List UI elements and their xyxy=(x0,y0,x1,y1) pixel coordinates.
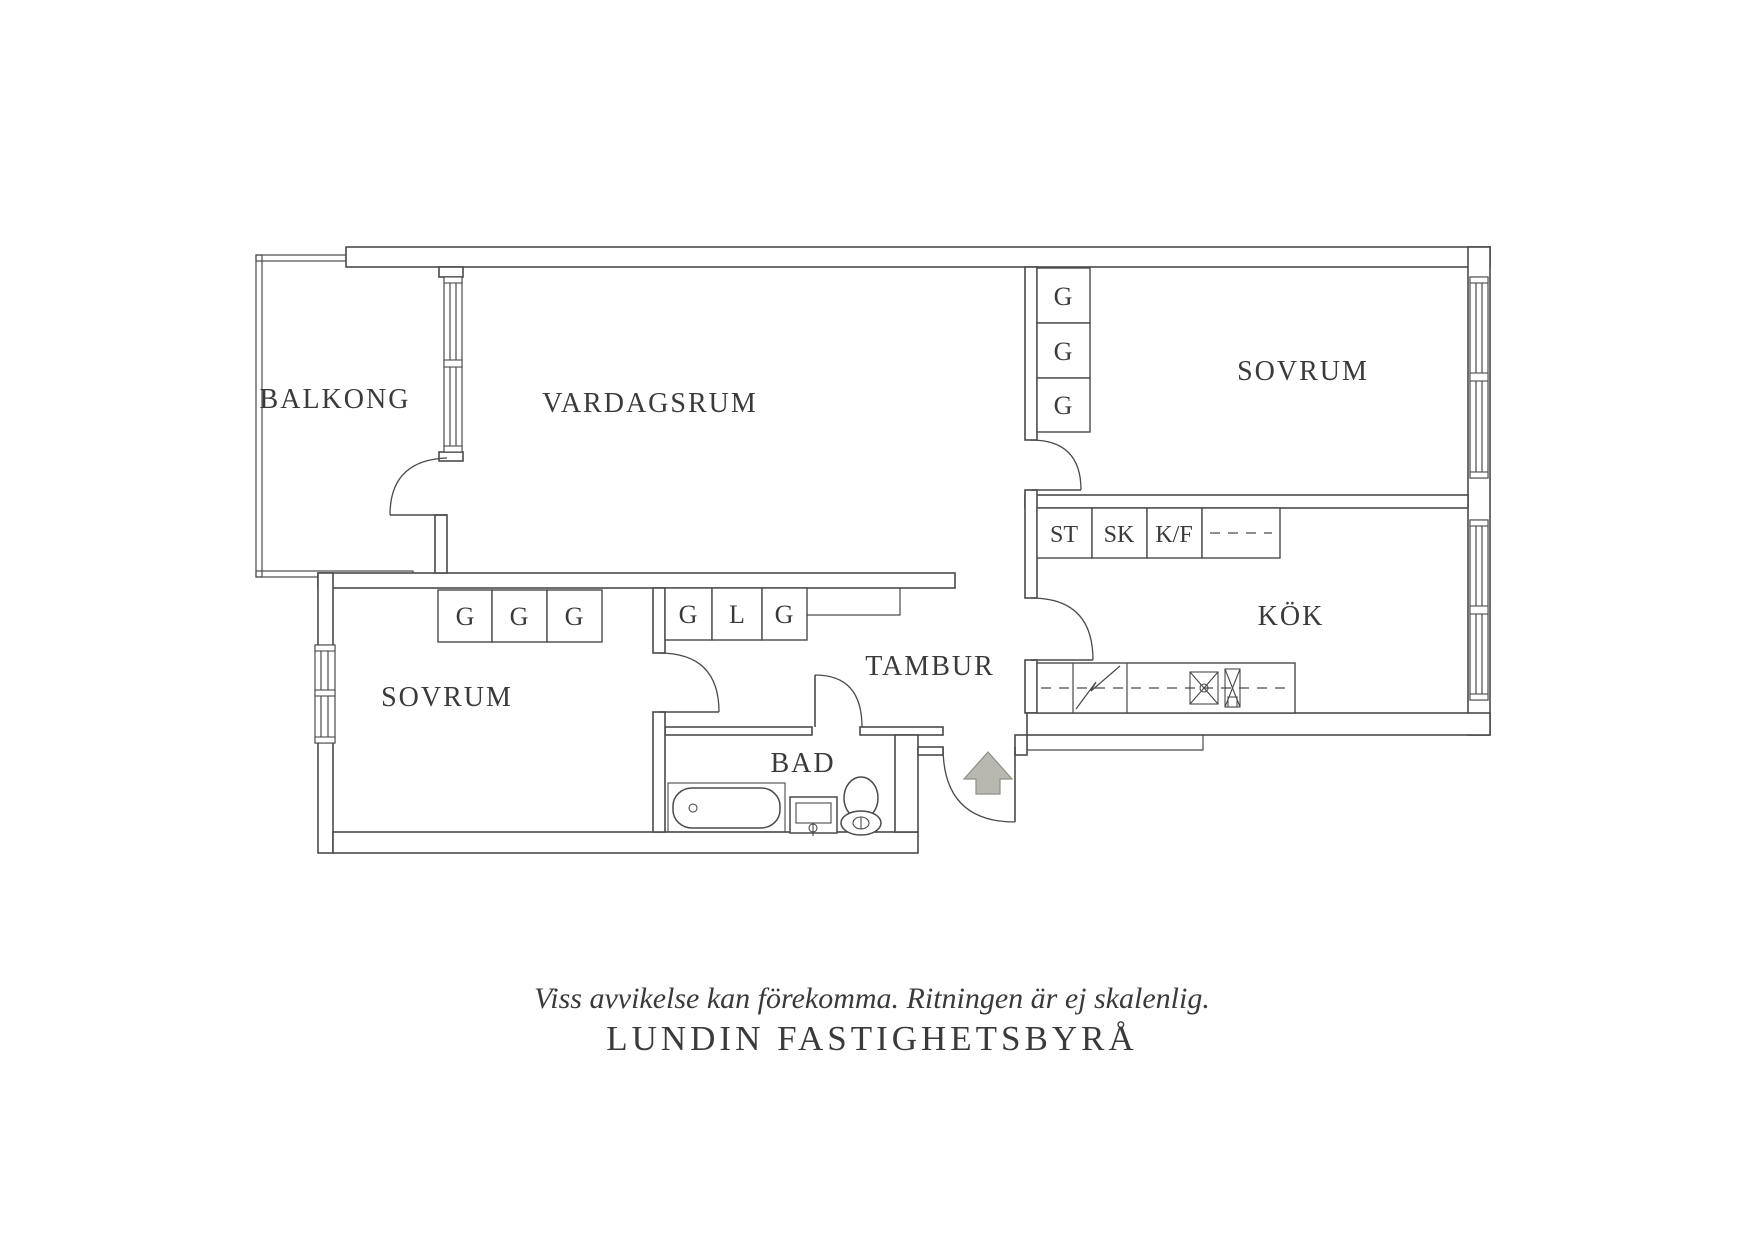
door-bad xyxy=(814,674,863,728)
sink-icon xyxy=(1189,671,1219,705)
wardrobe-label: G xyxy=(510,602,529,631)
wall-entry-stub-left xyxy=(917,746,944,756)
wall-below-balcony-door xyxy=(434,514,448,574)
wardrobe-label: G xyxy=(679,600,698,629)
wardrobe-label: G xyxy=(1054,337,1073,366)
wall-bath-right xyxy=(894,734,919,833)
wall-west-window-sill xyxy=(438,451,464,462)
wall-core-upper xyxy=(1024,266,1038,441)
window-sovrum-right xyxy=(1469,276,1489,479)
door-entry xyxy=(942,746,1016,823)
footer-disclaimer: Viss avvikelse kan förekomma. Ritningen … xyxy=(534,982,1210,1015)
wardrobe-label: G xyxy=(456,602,475,631)
door-sovrum-right xyxy=(1030,439,1082,491)
door-balcony xyxy=(389,457,448,516)
wall-top xyxy=(345,246,1491,268)
wardrobe-stack-right: G G G xyxy=(1036,267,1091,433)
wall-west-window-cap xyxy=(438,266,464,278)
footer-agency: LUNDIN FASTIGHETSBYRÅ xyxy=(606,1019,1138,1058)
label-bad: BAD xyxy=(770,748,835,779)
bathroom-sink xyxy=(789,796,838,836)
label-sovrum-right: SOVRUM xyxy=(1237,356,1369,387)
wall-divider-sovrum-kok xyxy=(1024,494,1469,509)
wardrobe-label: G xyxy=(565,602,584,631)
wall-bath-top-left xyxy=(664,726,813,736)
cabinet-label-kf: K/F xyxy=(1155,522,1192,548)
dishwasher-icon xyxy=(1075,665,1121,710)
wardrobe-label: G xyxy=(775,600,794,629)
bathtub xyxy=(667,782,786,833)
cabinet-label-sk: SK xyxy=(1104,522,1135,548)
cabinet-label-st: ST xyxy=(1050,522,1078,548)
label-tambur: TAMBUR xyxy=(865,651,995,682)
wall-hall-soffit xyxy=(807,588,901,616)
wardrobe-label: L xyxy=(729,600,745,629)
wall-sovrum-right-lower xyxy=(652,711,666,833)
walls xyxy=(317,246,1491,854)
label-vardagsrum: VARDAGSRUM xyxy=(542,388,758,419)
door-sovrum-left xyxy=(658,652,720,713)
wardrobe-row-hall: G L G xyxy=(664,587,808,641)
wall-bottom xyxy=(332,831,919,854)
wardrobe-label: G xyxy=(1054,391,1073,420)
wall-sovrum-right-upper xyxy=(652,587,666,654)
toilet xyxy=(840,776,882,836)
wall-core-lower xyxy=(1024,659,1038,714)
balcony-railing xyxy=(255,254,414,578)
wall-bath-top-right xyxy=(859,726,944,736)
entry-arrow-icon xyxy=(962,751,1014,795)
window-balcony xyxy=(443,276,463,453)
kitchen-cabinet-row: ST SK K/F xyxy=(1036,507,1281,559)
kitchen-counter xyxy=(1036,662,1296,714)
label-balkong: BALKONG xyxy=(260,384,411,415)
window-kok xyxy=(1469,519,1489,701)
wall-outer-step xyxy=(1026,735,1204,751)
label-sovrum-left: SOVRUM xyxy=(381,682,513,713)
wardrobe-label: G xyxy=(1054,282,1073,311)
wardrobe-row-left: G G G xyxy=(437,589,603,643)
wall-entry-stub-right xyxy=(1014,734,1028,756)
wall-core-middle xyxy=(1024,489,1038,599)
wall-livingroom-bottom xyxy=(317,572,956,589)
window-sovrum-left xyxy=(314,644,336,744)
faucet-icon xyxy=(1224,668,1241,708)
wall-kitchen-bottom xyxy=(1026,712,1491,736)
door-kok xyxy=(1030,597,1094,661)
label-kok: KÖK xyxy=(1258,601,1325,632)
